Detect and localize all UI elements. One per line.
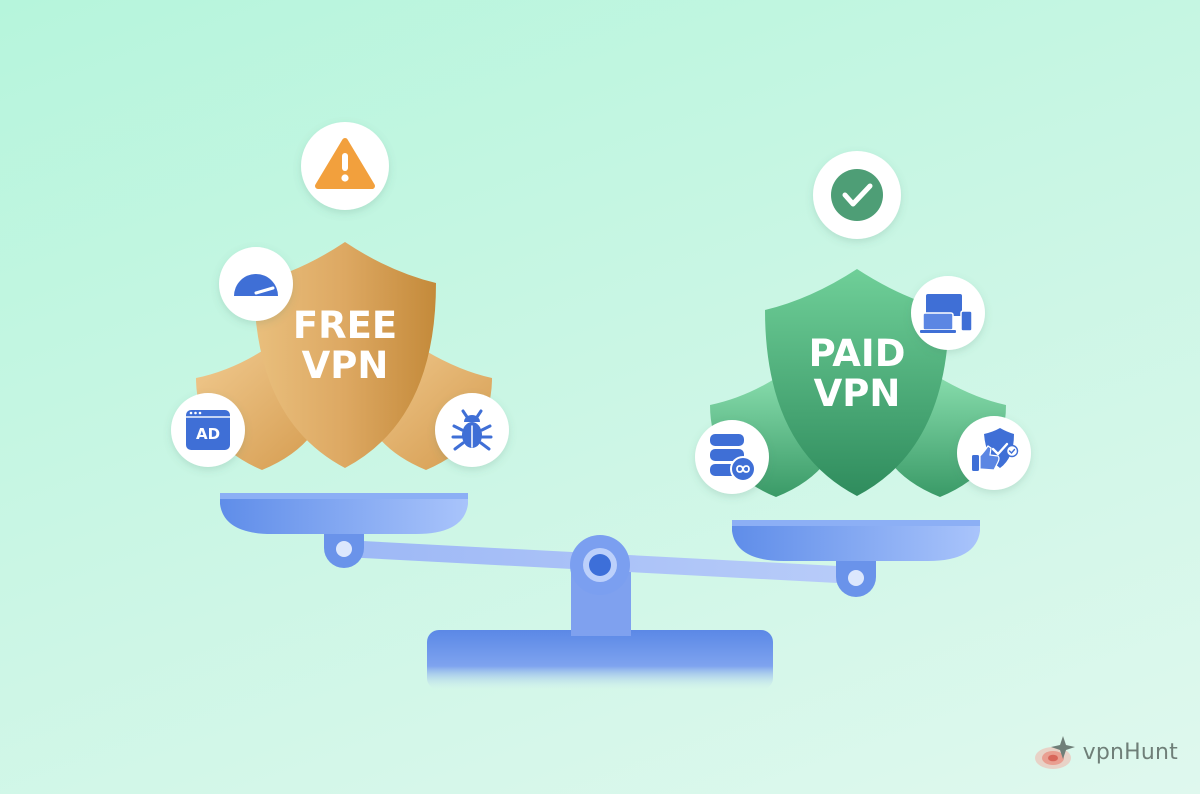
protection-icon [972, 428, 1019, 471]
free-label-line1: FREE [293, 304, 397, 347]
right-pan [732, 520, 980, 597]
paid-label-line1: PAID [809, 332, 906, 375]
unlimited-data-icon [710, 434, 756, 482]
warning-icon [315, 138, 375, 189]
bug-icon [451, 409, 493, 451]
paid-label-line2: VPN [814, 372, 901, 415]
brand-name: vpnHunt [1082, 739, 1178, 765]
paid-main-shield [765, 269, 949, 496]
speedometer-icon [234, 274, 278, 296]
check-icon [831, 169, 883, 221]
scale-pivot [570, 535, 630, 595]
scale-base [427, 560, 773, 690]
free-label-line2: VPN [302, 344, 389, 387]
ad-icon: AD [186, 410, 230, 450]
brand-logo: vpnHunt [1033, 734, 1178, 770]
target-logo-icon [1034, 736, 1075, 769]
free-main-shield [254, 242, 436, 468]
left-pan [220, 493, 468, 568]
devices-icon [920, 294, 973, 333]
ad-icon-label: AD [196, 425, 220, 443]
